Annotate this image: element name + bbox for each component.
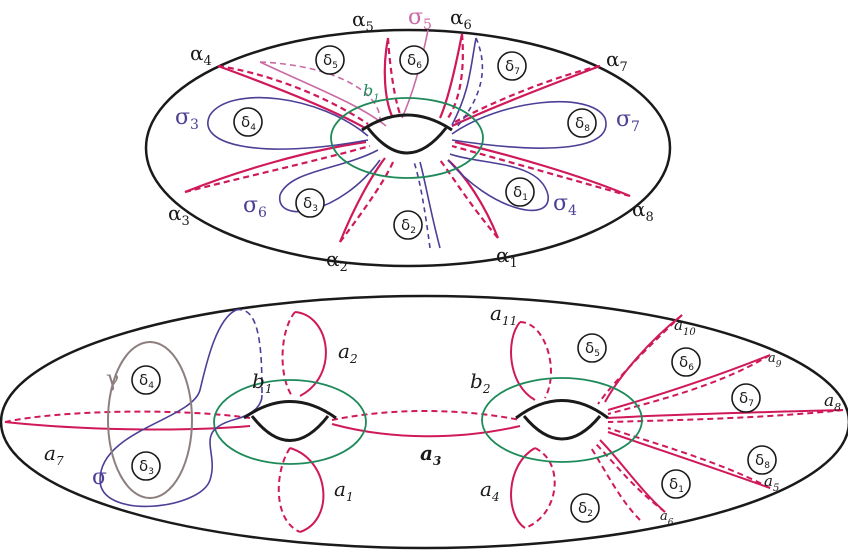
gamma-label: γ <box>106 367 119 392</box>
sigma4-curve <box>447 153 549 212</box>
a2-label: a2 <box>338 339 358 366</box>
svg-text:δ7: δ7 <box>739 389 754 409</box>
sigma-3-label: σ3 <box>175 105 199 133</box>
right-hole-curves <box>510 314 844 529</box>
svg-text:δ1: δ1 <box>669 475 684 495</box>
sigma-6-label: σ6 <box>243 193 267 221</box>
a3-label: a3 <box>420 441 441 468</box>
sigma-curve <box>99 309 263 508</box>
sigma5-curve <box>259 29 429 127</box>
svg-text:δ4: δ4 <box>241 113 256 133</box>
bottom-delta-1: δ1 <box>661 469 691 499</box>
svg-text:δ2: δ2 <box>401 216 416 236</box>
top-delta-2: δ2 <box>393 210 423 240</box>
bottom-delta-7: δ7 <box>731 383 761 413</box>
bottom-delta-6: δ6 <box>671 347 701 377</box>
b2-curve <box>481 377 643 463</box>
sigma-4-label: σ4 <box>553 191 577 219</box>
a1-label: a1 <box>334 477 354 504</box>
alpha-8-label: α8 <box>632 197 654 225</box>
bottom-delta-5: δ5 <box>577 333 607 363</box>
top-delta-1: δ1 <box>505 177 535 207</box>
top-delta-4: δ4 <box>233 107 263 137</box>
b1-label: b1 <box>252 369 272 396</box>
a5-label: a5 <box>764 472 779 494</box>
alpha-1-label: α1 <box>496 243 518 271</box>
bottom-delta-markers: δ1 δ2 δ3 δ4 δ5 δ6 δ7 δ8 <box>131 333 777 523</box>
svg-text:δ4: δ4 <box>139 371 154 391</box>
sigma7-curve <box>451 101 607 149</box>
sigma6-curve <box>279 149 381 213</box>
a10-label: a10 <box>674 316 696 338</box>
top-outer-boundary <box>144 28 672 268</box>
top-delta-6: δ6 <box>399 45 429 75</box>
top-delta-8: δ8 <box>567 108 597 138</box>
a8-label: a8 <box>824 391 841 414</box>
top-delta-5: δ5 <box>315 45 345 75</box>
alpha-2-label: α2 <box>326 247 348 275</box>
top-sigma-curves <box>207 37 607 249</box>
top-alpha-curves <box>184 33 631 243</box>
top-delta-3: δ3 <box>295 188 325 218</box>
bottom-delta-2: δ2 <box>570 493 600 523</box>
svg-text:δ5: δ5 <box>585 339 600 359</box>
svg-text:δ6: δ6 <box>679 353 694 373</box>
sigma3-curve <box>207 96 369 150</box>
a7-curve <box>4 410 251 431</box>
alpha-4-label: α4 <box>190 41 212 69</box>
top-b1-label: b1 <box>363 81 380 104</box>
svg-text:δ5: δ5 <box>323 51 338 71</box>
bottom-labels: a1 a2 a3 a4 a5 a6 a7 a8 a9 a10 a11 b1 b2 γ σ <box>44 301 841 528</box>
a4-label: a4 <box>480 477 500 504</box>
bottom-holes <box>243 399 609 442</box>
sigma-5-label: σ5 <box>408 5 432 33</box>
alpha-6-label: α6 <box>450 5 472 33</box>
top-delta-markers: δ1 δ2 δ3 δ4 δ5 δ6 δ7 δ8 <box>233 45 597 240</box>
bottom-delta-3: δ3 <box>131 451 161 481</box>
a1-a2-curves <box>277 311 327 533</box>
bottom-delta-8: δ8 <box>747 445 777 475</box>
top-labels: α1 α2 α3 α4 α5 α6 α7 α8 σ3 σ4 σ5 σ6 σ7 b1 <box>168 5 654 275</box>
b2-label: b2 <box>470 369 490 396</box>
bottom-delta-4: δ4 <box>131 365 161 395</box>
b1-curve <box>213 379 367 465</box>
svg-text:δ8: δ8 <box>575 114 590 134</box>
alpha-3-label: α3 <box>168 201 190 229</box>
svg-text:δ3: δ3 <box>303 194 318 214</box>
svg-text:δ3: δ3 <box>139 457 154 477</box>
svg-text:δ8: δ8 <box>755 451 770 471</box>
top-delta-7: δ7 <box>497 51 527 81</box>
a6-label: a6 <box>660 509 674 528</box>
svg-text:δ7: δ7 <box>505 57 520 77</box>
alpha-7-label: α7 <box>606 47 628 75</box>
bottom-outer-boundary <box>0 294 848 550</box>
a3-curve <box>331 410 521 438</box>
a7-label: a7 <box>44 441 64 468</box>
gamma-curve <box>107 341 193 499</box>
svg-text:δ6: δ6 <box>407 51 422 71</box>
alpha-5-label: α5 <box>352 7 374 35</box>
top-b1-curve <box>330 97 484 179</box>
svg-text:δ2: δ2 <box>578 499 593 519</box>
a11-label: a11 <box>490 301 517 328</box>
top-surface: δ1 δ2 δ3 δ4 δ5 δ6 δ7 δ8 α1 α2 α3 α4 α5 α6 α7 α8 σ3 σ4 σ5 σ… <box>144 5 672 275</box>
top-hole <box>361 113 453 155</box>
sigma-label: σ <box>92 465 107 490</box>
sigma-7-label: σ7 <box>616 107 640 135</box>
a9-label: a9 <box>768 351 782 370</box>
svg-text:δ1: δ1 <box>513 183 528 203</box>
